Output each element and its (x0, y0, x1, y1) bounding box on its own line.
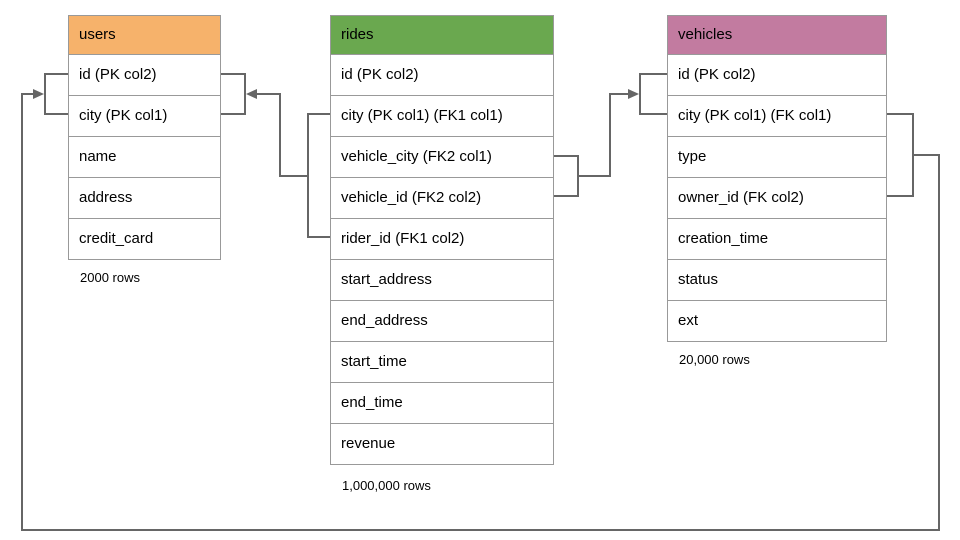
table-header-vehicles: vehicles (668, 16, 886, 54)
column-row-rides: rider_id (FK1 col2) (331, 218, 553, 259)
table-title-users: users (79, 26, 116, 43)
column-row-vehicles: city (PK col1) (FK col1) (668, 95, 886, 136)
column-row-rides: vehicle_id (FK2 col2) (331, 177, 553, 218)
table-title-rides: rides (341, 26, 374, 43)
column-row-vehicles: ext (668, 300, 886, 341)
column-row-users: address (69, 177, 220, 218)
column-row-vehicles: status (668, 259, 886, 300)
table-body-rides: id (PK col2)city (PK col1) (FK1 col1)veh… (331, 54, 553, 464)
column-row-vehicles: owner_id (FK col2) (668, 177, 886, 218)
table-title-vehicles: vehicles (678, 26, 733, 43)
column-row-vehicles: id (PK col2) (668, 54, 886, 95)
column-row-rides: revenue (331, 423, 553, 464)
rides-right-key-bracket (554, 155, 579, 197)
column-row-rides: start_time (331, 341, 553, 382)
row-count-users: 2000 rows (80, 270, 140, 285)
vehicles-left-key-bracket (639, 73, 667, 115)
table-body-vehicles: id (PK col2)city (PK col1) (FK col1)type… (668, 54, 886, 341)
table-header-rides: rides (331, 16, 553, 54)
users-left-key-bracket (44, 73, 68, 115)
column-row-users: city (PK col1) (69, 95, 220, 136)
table-vehicles: vehicles id (PK col2)city (PK col1) (FK … (667, 15, 887, 342)
table-header-users: users (69, 16, 220, 54)
row-count-rides: 1,000,000 rows (342, 478, 431, 493)
fk-vehicles-to-users-line (21, 93, 940, 531)
fk-vehicles-to-users-arrowhead (33, 89, 44, 99)
column-row-users: id (PK col2) (69, 54, 220, 95)
fk-rides-to-vehicles-arrowhead (628, 89, 639, 99)
column-row-users: name (69, 136, 220, 177)
fk-rides-to-users-line (257, 93, 308, 177)
users-right-key-bracket (221, 73, 246, 115)
fk-rides-to-users-arrowhead (246, 89, 257, 99)
column-row-users: credit_card (69, 218, 220, 259)
column-row-vehicles: type (668, 136, 886, 177)
fk-rides-to-vehicles-line (578, 93, 628, 177)
row-count-vehicles: 20,000 rows (679, 352, 750, 367)
column-row-vehicles: creation_time (668, 218, 886, 259)
column-row-rides: city (PK col1) (FK1 col1) (331, 95, 553, 136)
column-row-rides: end_address (331, 300, 553, 341)
column-row-rides: id (PK col2) (331, 54, 553, 95)
column-row-rides: end_time (331, 382, 553, 423)
rides-left-key-bracket (307, 113, 330, 238)
vehicles-right-key-bracket (887, 113, 914, 197)
table-rides: rides id (PK col2)city (PK col1) (FK1 co… (330, 15, 554, 465)
column-row-rides: vehicle_city (FK2 col1) (331, 136, 553, 177)
column-row-rides: start_address (331, 259, 553, 300)
